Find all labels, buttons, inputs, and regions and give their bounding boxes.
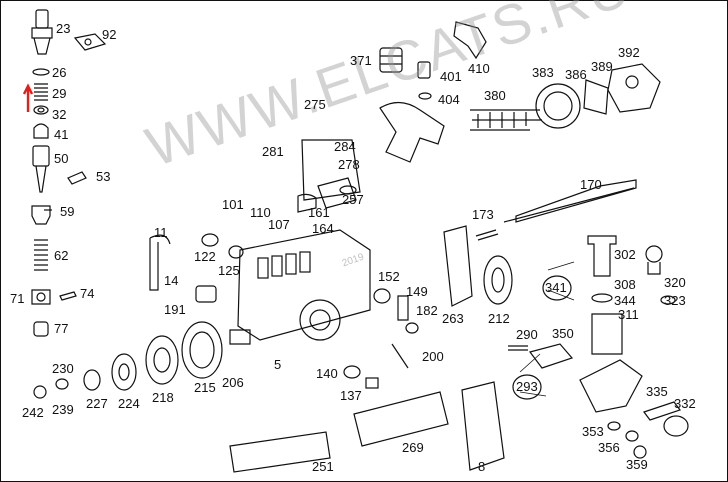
part-number-label: 380	[484, 88, 506, 103]
nozzle-stack	[31, 9, 107, 337]
part-number-label: 281	[262, 144, 284, 159]
part-number-label: 53	[96, 169, 111, 184]
part-number-label: 401	[440, 69, 462, 84]
part-number-label: 359	[626, 457, 648, 472]
part-number-label: 137	[340, 388, 362, 403]
part-number-label: 230	[52, 361, 74, 376]
part-number-label: 344	[614, 293, 636, 308]
part-number-label: 23	[56, 21, 71, 36]
part-number-label: 383	[532, 65, 554, 80]
misc-parts	[33, 177, 689, 473]
part-number-label: 269	[402, 440, 424, 455]
part-number-label: 386	[565, 67, 587, 82]
part-number-label: 26	[52, 65, 67, 80]
part-number-label: 122	[194, 249, 216, 264]
callout-oval-341	[542, 275, 572, 301]
part-number-label: 353	[582, 424, 604, 439]
part-number-label: 224	[118, 396, 140, 411]
part-number-label: 182	[416, 303, 438, 318]
part-number-label: 242	[22, 405, 44, 420]
part-number-label: 239	[52, 402, 74, 417]
part-number-label: 50	[54, 151, 69, 166]
part-number-label: 404	[438, 92, 460, 107]
part-number-label: 74	[80, 286, 95, 301]
part-number-label: 206	[222, 375, 244, 390]
part-number-label: 161	[308, 205, 330, 220]
part-number-label: 14	[164, 273, 179, 288]
part-number-label: 170	[580, 177, 602, 192]
part-number-label: 389	[591, 59, 613, 74]
part-number-label: 152	[378, 269, 400, 284]
part-number-label: 140	[316, 366, 338, 381]
part-number-label: 92	[102, 27, 117, 42]
part-number-label: 293	[516, 379, 538, 394]
part-number-label: 392	[618, 45, 640, 60]
part-number-label: 173	[472, 207, 494, 222]
part-number-label: 410	[468, 61, 490, 76]
part-number-label: 278	[338, 157, 360, 172]
part-number-label: 212	[488, 311, 510, 326]
part-number-label: 290	[516, 327, 538, 342]
part-number-label: 371	[350, 53, 372, 68]
part-number-label: 284	[334, 139, 356, 154]
part-number-label: 227	[86, 396, 108, 411]
part-number-label: 320	[664, 275, 686, 290]
part-number-label: 215	[194, 380, 216, 395]
callout-oval-293	[512, 374, 542, 400]
part-number-label: 41	[54, 127, 69, 142]
part-number-label: 101	[222, 197, 244, 212]
part-number-label: 107	[268, 217, 290, 232]
part-number-label: 149	[406, 284, 428, 299]
part-number-label: 110	[250, 205, 271, 220]
part-number-label: 62	[54, 248, 69, 263]
part-number-label: 308	[614, 277, 636, 292]
part-number-label: 218	[152, 390, 174, 405]
part-number-label: 251	[312, 459, 334, 474]
part-number-label: 29	[52, 86, 67, 101]
part-number-label: 302	[614, 247, 636, 262]
part-number-label: 191	[164, 302, 186, 317]
leader-lines	[519, 261, 575, 397]
part-number-label: 311	[618, 307, 639, 322]
part-number-label: 356	[598, 440, 620, 455]
part-number-label: 341	[545, 280, 567, 295]
part-number-label: 200	[422, 349, 444, 364]
part-number-label: 263	[442, 311, 464, 326]
part-number-label: 125	[218, 263, 240, 278]
part-number-label: 77	[54, 321, 69, 336]
part-number-label: 257	[342, 192, 364, 207]
part-number-label: 59	[60, 204, 75, 219]
upper-parts	[379, 21, 661, 223]
part-number-label: 32	[52, 107, 67, 122]
part-number-label: 71	[10, 291, 25, 306]
part-number-label: 350	[552, 326, 574, 341]
part-number-label: 275	[304, 97, 326, 112]
part-number-label: 335	[646, 384, 668, 399]
red-arrow-icon	[22, 83, 34, 112]
part-number-label: 8	[478, 459, 486, 474]
part-number-label: 164	[312, 221, 334, 236]
part-number-label: 5	[274, 357, 282, 372]
part-number-label: 332	[674, 396, 696, 411]
part-number-label: 323	[664, 293, 686, 308]
part-number-label: 11	[154, 225, 168, 240]
pump-body	[229, 139, 371, 345]
